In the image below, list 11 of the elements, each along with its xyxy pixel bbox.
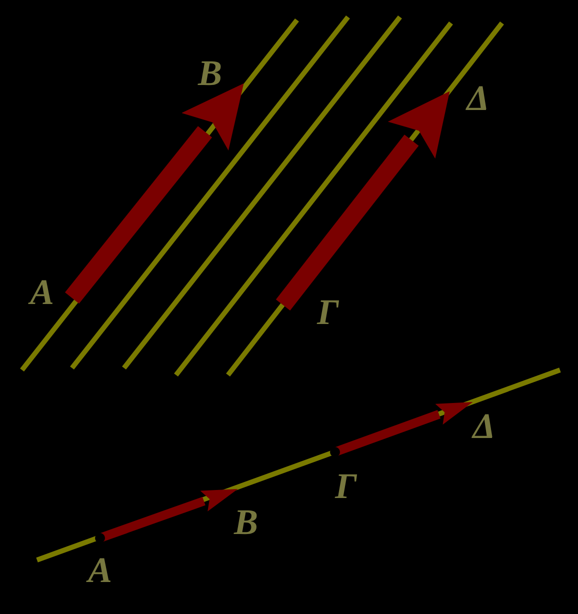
point-label: Γ: [335, 468, 357, 504]
vector-arrow: [98, 489, 238, 542]
point-label: A: [30, 274, 54, 310]
vector-arrow: [276, 91, 450, 311]
point-label: B: [234, 504, 258, 540]
point-label: Δ: [466, 80, 490, 116]
point-label: Δ: [472, 408, 496, 444]
vector-arrow: [64, 83, 244, 304]
point-label: Γ: [317, 294, 339, 330]
point-label: B: [198, 55, 222, 91]
point-label: A: [88, 552, 112, 588]
